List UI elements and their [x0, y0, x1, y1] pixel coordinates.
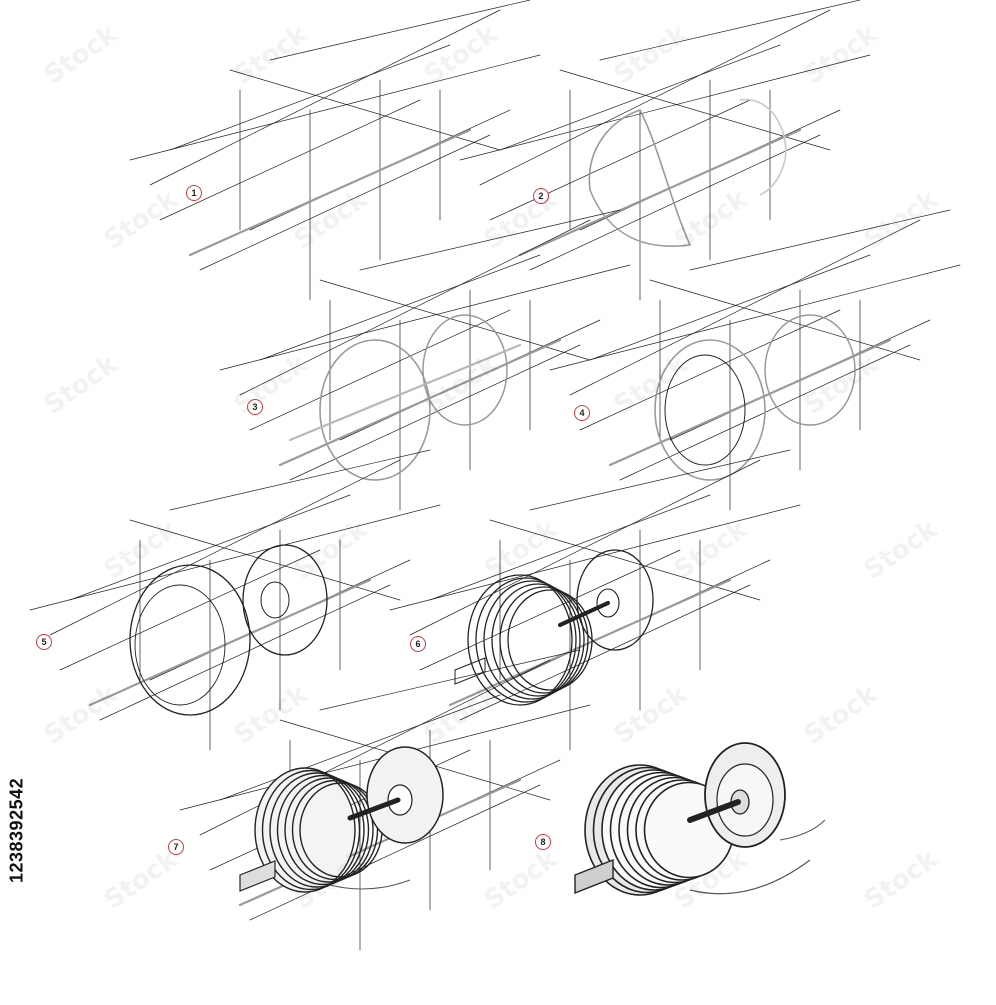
step-2-badge: 2	[533, 188, 549, 204]
plate-ring	[269, 772, 365, 888]
axis-line	[278, 338, 562, 467]
plate-ring	[134, 584, 226, 706]
guide-line	[269, 0, 531, 61]
hub-ring	[596, 588, 620, 618]
guide-line	[69, 494, 351, 601]
guide-line	[129, 54, 541, 161]
plate-outline	[739, 98, 787, 196]
shadow-stroke	[779, 819, 826, 841]
guide-line	[559, 69, 831, 151]
guide-line	[549, 264, 961, 371]
guide-line	[29, 504, 441, 611]
step-6-badge: 6	[410, 636, 426, 652]
guide-line	[59, 549, 321, 671]
guide-line	[529, 134, 821, 271]
plate-ring	[499, 586, 589, 694]
step-7-badge: 7	[168, 839, 184, 855]
guide-line	[319, 649, 581, 711]
guide-line	[149, 9, 501, 186]
axis-line	[518, 128, 802, 257]
axis-line	[88, 578, 372, 707]
guide-line	[569, 219, 921, 396]
bar-thread	[454, 657, 486, 685]
guide-line	[489, 519, 761, 601]
bar	[558, 601, 610, 627]
guide-line	[99, 584, 391, 721]
plate-outline	[129, 564, 251, 716]
guide-line	[589, 254, 871, 361]
guide-line	[319, 279, 591, 361]
guide-line	[529, 449, 791, 511]
hub-ring	[260, 581, 290, 619]
bar	[347, 797, 401, 821]
guide-line	[49, 459, 401, 636]
plate-outline	[576, 549, 654, 651]
guide-line	[219, 264, 631, 371]
step-5-badge: 5	[36, 634, 52, 650]
guide-line	[599, 0, 861, 61]
bar-axis	[288, 343, 522, 442]
bar	[687, 799, 741, 823]
guide-line	[459, 54, 871, 161]
guide-line	[649, 279, 921, 361]
guide-line	[169, 449, 431, 511]
guide-line	[159, 99, 421, 221]
plate-ring	[261, 769, 361, 891]
plate-outline	[242, 544, 328, 656]
step-8-badge: 8	[535, 834, 551, 850]
axis-line	[188, 128, 472, 257]
guide-line	[419, 549, 681, 671]
stock-id-label: 1238392542	[6, 777, 27, 883]
guide-line	[489, 99, 751, 221]
plate-ring	[491, 583, 585, 697]
axis-line	[608, 338, 892, 467]
guide-line	[249, 784, 541, 921]
plate-ring	[483, 580, 581, 700]
axis-line	[448, 578, 732, 707]
plate-outline	[654, 339, 766, 481]
guide-line	[249, 309, 511, 431]
plate-ring	[664, 354, 746, 466]
shadow-stroke	[689, 859, 811, 895]
guide-line	[359, 209, 621, 271]
plate-outline	[319, 339, 431, 481]
guide-line	[169, 44, 451, 151]
plate-outline	[422, 314, 508, 426]
plate-outline	[588, 109, 692, 247]
plate-ring	[291, 779, 379, 881]
guide-line	[579, 309, 841, 431]
guide-line	[499, 44, 781, 151]
step-1-badge: 1	[186, 185, 202, 201]
step-4-badge: 4	[574, 405, 590, 421]
guide-line	[199, 134, 491, 271]
plate-ring	[467, 574, 573, 706]
shadow-stroke	[329, 879, 411, 890]
guide-line	[259, 254, 541, 361]
guide-line	[479, 9, 831, 186]
guide-line	[289, 344, 581, 481]
bar-thread	[574, 858, 614, 895]
guide-line	[689, 209, 951, 271]
guide-line	[219, 694, 501, 801]
plate-ring	[254, 767, 356, 893]
guide-line	[429, 494, 711, 601]
plate-ring	[276, 774, 370, 886]
step-3-badge: 3	[247, 399, 263, 415]
guide-line	[239, 219, 591, 396]
plate-ring	[475, 577, 577, 703]
plate-ring	[284, 777, 374, 883]
bar-thread	[239, 860, 276, 892]
guide-line	[229, 69, 501, 151]
guide-line	[409, 459, 761, 636]
plate-outline	[764, 314, 856, 426]
